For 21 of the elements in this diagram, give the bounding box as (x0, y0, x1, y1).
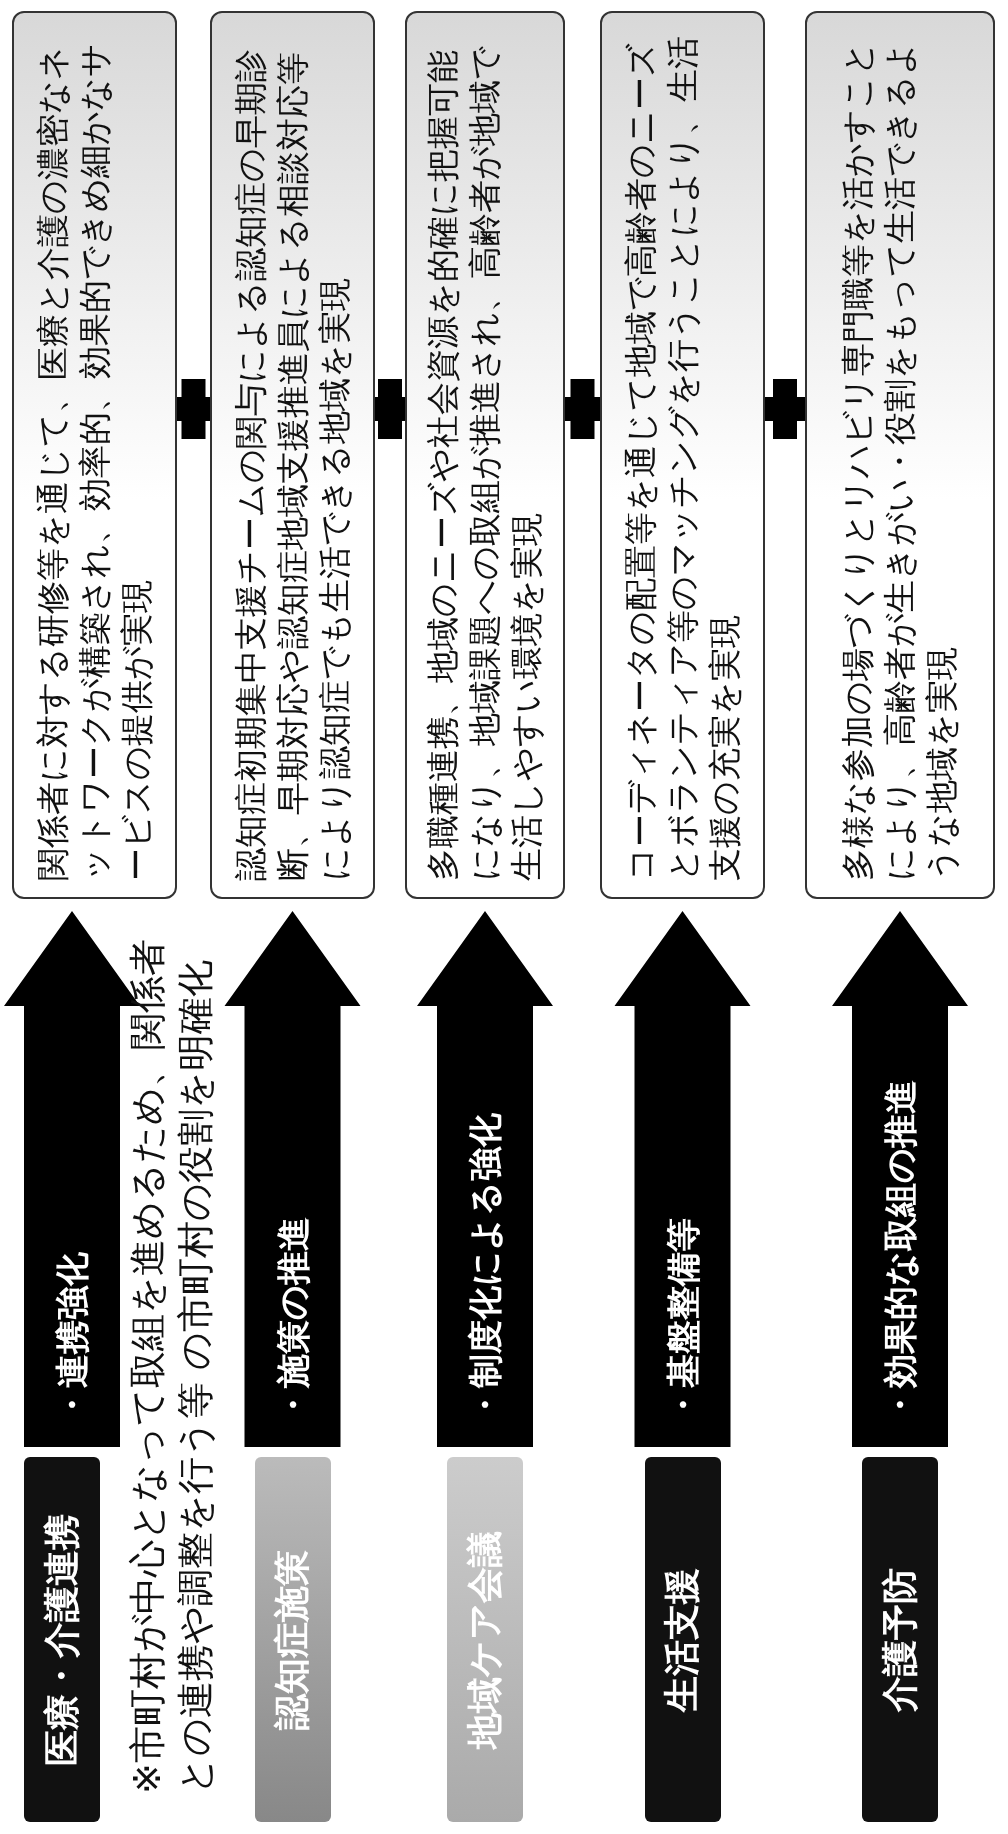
outcome-box: 認知症初期集中支援チームの関与による認知症の早期診断、早期対応や認知症地域支援推進員による相談対応等により認知症でも生活できる地域を実現 (210, 11, 375, 899)
arrow-label: ・効果的な取組の推進 (879, 1080, 921, 1422)
block-arrow (614, 911, 751, 1447)
outcome-box: 関係者に対する研修等を通じて、医療と介護の濃密なネットワークが構築され、効率的、効果的できめ細かなサービスの提供が実現 (12, 11, 177, 899)
outcome-box: コーディネータの配置等を通じて地域で高齢者のニーズとボランティア等のマッチングを行うことにより、生活支援の充実を実現 (600, 11, 765, 899)
block-arrow (4, 911, 140, 1447)
arrow-label: ・制度化による強化 (464, 1113, 506, 1422)
arrow-label: ・連携強化 (51, 1252, 93, 1422)
category-box: 医療・介護連携 (24, 1457, 100, 1822)
category-box: 地域ケア会議 (447, 1457, 523, 1822)
note-text: ※市町村が中心となって取組を進めるため、関係者との連携や調整を行う等 の市町村の役割を明確化 (125, 938, 218, 1794)
block-arrow (832, 911, 968, 1447)
block-arrow (224, 911, 361, 1447)
category-box: 生活支援 (644, 1457, 721, 1822)
category-box: 認知症施策 (254, 1457, 331, 1822)
category-box: 介護予防 (862, 1457, 938, 1822)
outcome-box: 多様な参加の場づくりとリハビリ専門職等を活かすことにより、高齢者が生きがい・役割をもって生活できるような地域を実現 (805, 11, 995, 899)
block-arrow (417, 911, 553, 1447)
outcome-box: 多職種連携、地域のニーズや社会資源を的確に把握可能になり、地域課題への取組が推進され、高齢者が地域で生活しやすい環境を実現 (405, 11, 565, 899)
arrow-label: ・施策の推進 (271, 1217, 314, 1422)
arrow-label: ・基盤整備等 (661, 1218, 704, 1422)
